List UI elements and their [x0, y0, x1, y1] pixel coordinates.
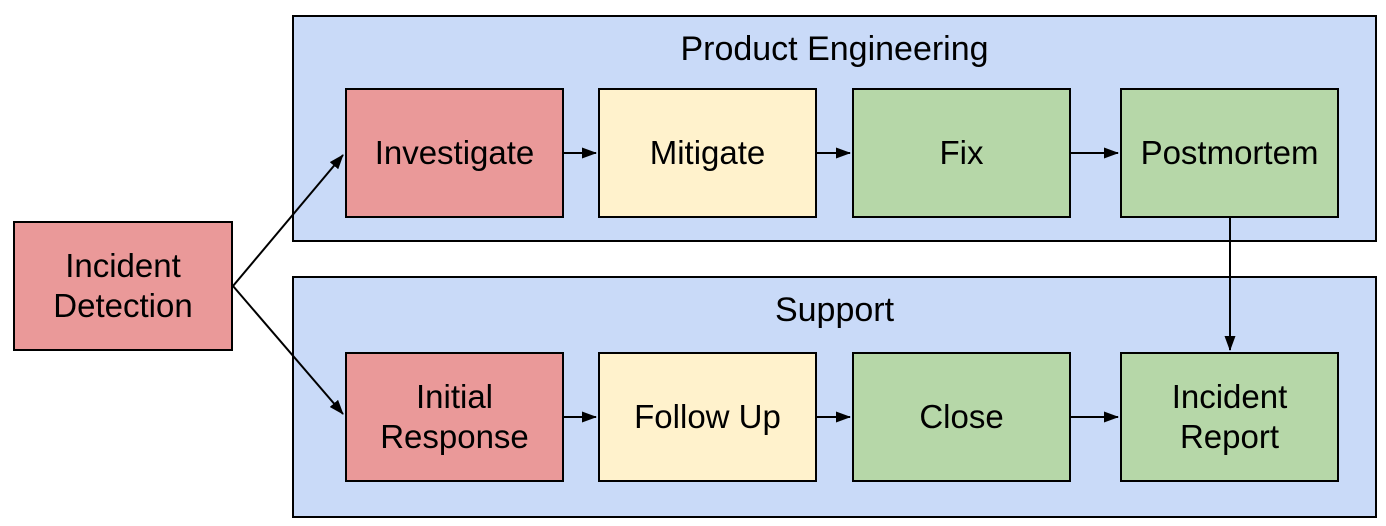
node-label: Investigate [374, 134, 535, 172]
node-mitigate: Mitigate [598, 88, 817, 218]
node-label: Incident Report [1171, 378, 1288, 455]
node-close: Close [852, 352, 1071, 482]
node-label: Follow Up [634, 398, 781, 436]
node-label: Close [919, 398, 1004, 436]
node-fix: Fix [852, 88, 1071, 218]
lane-title-support: Support [774, 291, 895, 329]
node-label: Fix [939, 134, 984, 172]
lane-title-product-engineering: Product Engineering [680, 30, 989, 68]
node-label: Mitigate [649, 134, 766, 172]
node-postmortem: Postmortem [1120, 88, 1339, 218]
node-incident-detection: Incident Detection [13, 221, 233, 351]
node-label: Postmortem [1140, 134, 1319, 172]
node-investigate: Investigate [345, 88, 564, 218]
node-label: Initial Response [380, 378, 529, 455]
node-label: Incident Detection [53, 247, 193, 324]
node-incident-report: Incident Report [1120, 352, 1339, 482]
node-follow-up: Follow Up [598, 352, 817, 482]
node-initial-response: Initial Response [345, 352, 564, 482]
